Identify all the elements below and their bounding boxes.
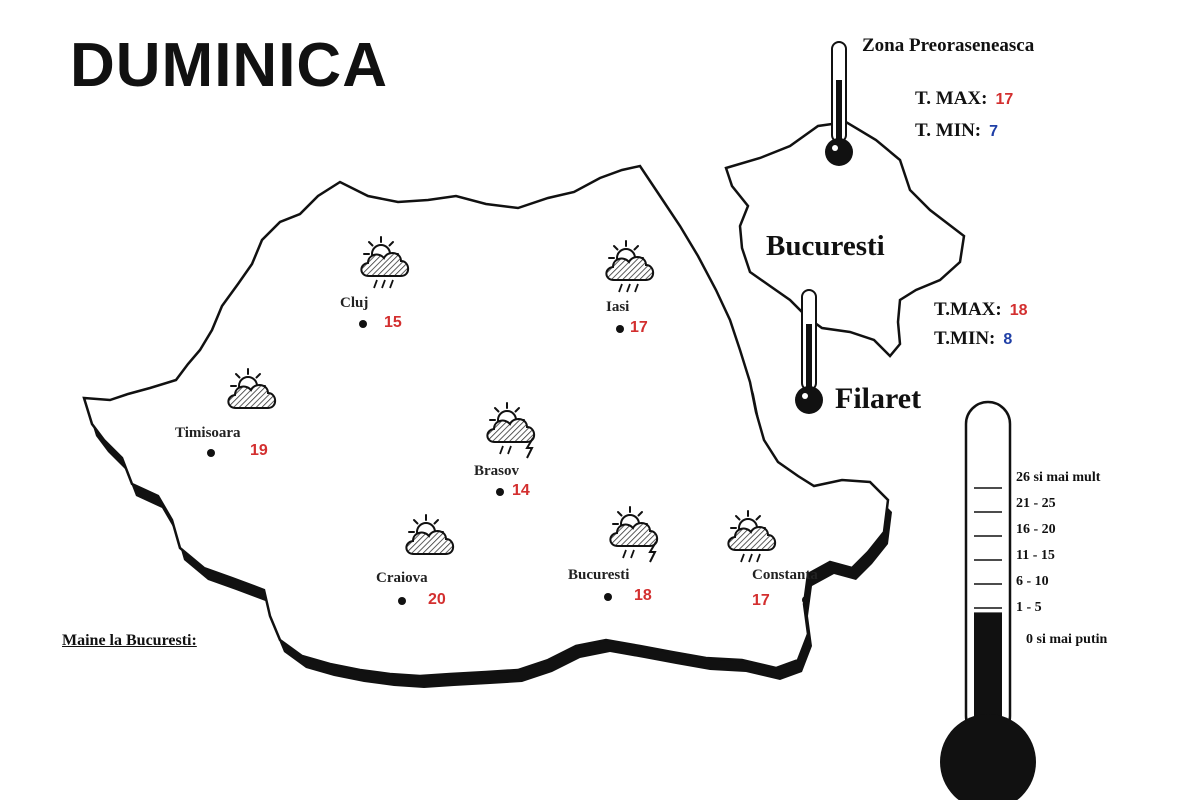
rain-cloud-icon — [727, 510, 777, 563]
legend-thermometer — [940, 400, 1036, 800]
city-dot — [398, 597, 406, 605]
filaret-tmin-label: T.MIN: — [934, 328, 996, 349]
filaret-tmax-row: T.MAX: 18 — [934, 299, 1028, 321]
rain-cloud-icon — [360, 236, 410, 289]
bucuresti-inset-outline — [724, 120, 966, 358]
thunderstorm-icon — [609, 506, 659, 563]
city-temp-iasi: 17 — [630, 319, 648, 336]
filaret-tmax-value: 18 — [1009, 302, 1028, 319]
city-temp-bucuresti: 18 — [634, 587, 652, 604]
filaret-tmin-value: 8 — [1003, 331, 1013, 348]
city-name-cluj: Cluj — [340, 295, 369, 311]
legend-label: 6 - 10 — [1016, 574, 1049, 589]
legend-label: 16 - 20 — [1016, 522, 1056, 537]
legend-label: 21 - 25 — [1016, 496, 1056, 511]
filaret-label: Filaret — [835, 382, 922, 415]
zona-tmax-row: T. MAX: 17 — [915, 88, 1013, 110]
legend-label: 26 si mai mult — [1016, 470, 1101, 485]
zona-tmin-value: 7 — [989, 123, 999, 140]
city-temp-constanta: 17 — [752, 592, 770, 609]
page-title: DUMINICA — [70, 31, 388, 100]
filaret-tmax-label: T.MAX: — [934, 299, 1002, 320]
city-name-bucuresti: Bucuresti — [568, 567, 630, 583]
thermometer-zona-icon — [825, 41, 853, 166]
city-name-timisoara: Timisoara — [175, 425, 241, 441]
legend-label: 1 - 5 — [1016, 600, 1042, 615]
zona-tmax-label: T. MAX: — [915, 88, 988, 109]
city-dot — [359, 320, 367, 328]
rain-cloud-icon — [605, 240, 655, 293]
tomorrow-bucuresti-label: Maine la Bucuresti: — [62, 632, 197, 649]
city-name-iasi: Iasi — [606, 299, 630, 315]
city-dot — [604, 593, 612, 601]
romania-map-outline — [82, 164, 890, 678]
city-dot — [616, 325, 624, 333]
filaret-tmin-row: T.MIN: 8 — [934, 328, 1012, 350]
city-temp-craiova: 20 — [428, 591, 446, 608]
city-name-craiova: Craiova — [376, 570, 428, 586]
city-temp-timisoara: 19 — [250, 442, 268, 459]
city-dot — [496, 488, 504, 496]
city-temp-cluj: 15 — [384, 314, 402, 331]
legend-label: 0 si mai putin — [1026, 632, 1108, 647]
city-name-brasov: Brasov — [474, 463, 519, 479]
legend-label: 11 - 15 — [1016, 548, 1055, 563]
zona-title: Zona Preoraseneasca — [862, 35, 1035, 56]
zona-tmin-label: T. MIN: — [915, 120, 982, 141]
thunderstorm-icon — [486, 402, 536, 459]
zona-tmin-row: T. MIN: 7 — [915, 120, 998, 142]
thermometer-filaret-icon — [795, 289, 823, 414]
city-name-constanta: Constanta — [752, 567, 818, 583]
bucuresti-inset-label: Bucuresti — [766, 230, 885, 262]
zona-tmax-value: 17 — [995, 91, 1014, 108]
city-temp-brasov: 14 — [512, 482, 530, 499]
city-dot — [802, 596, 810, 604]
city-dot — [207, 449, 215, 457]
